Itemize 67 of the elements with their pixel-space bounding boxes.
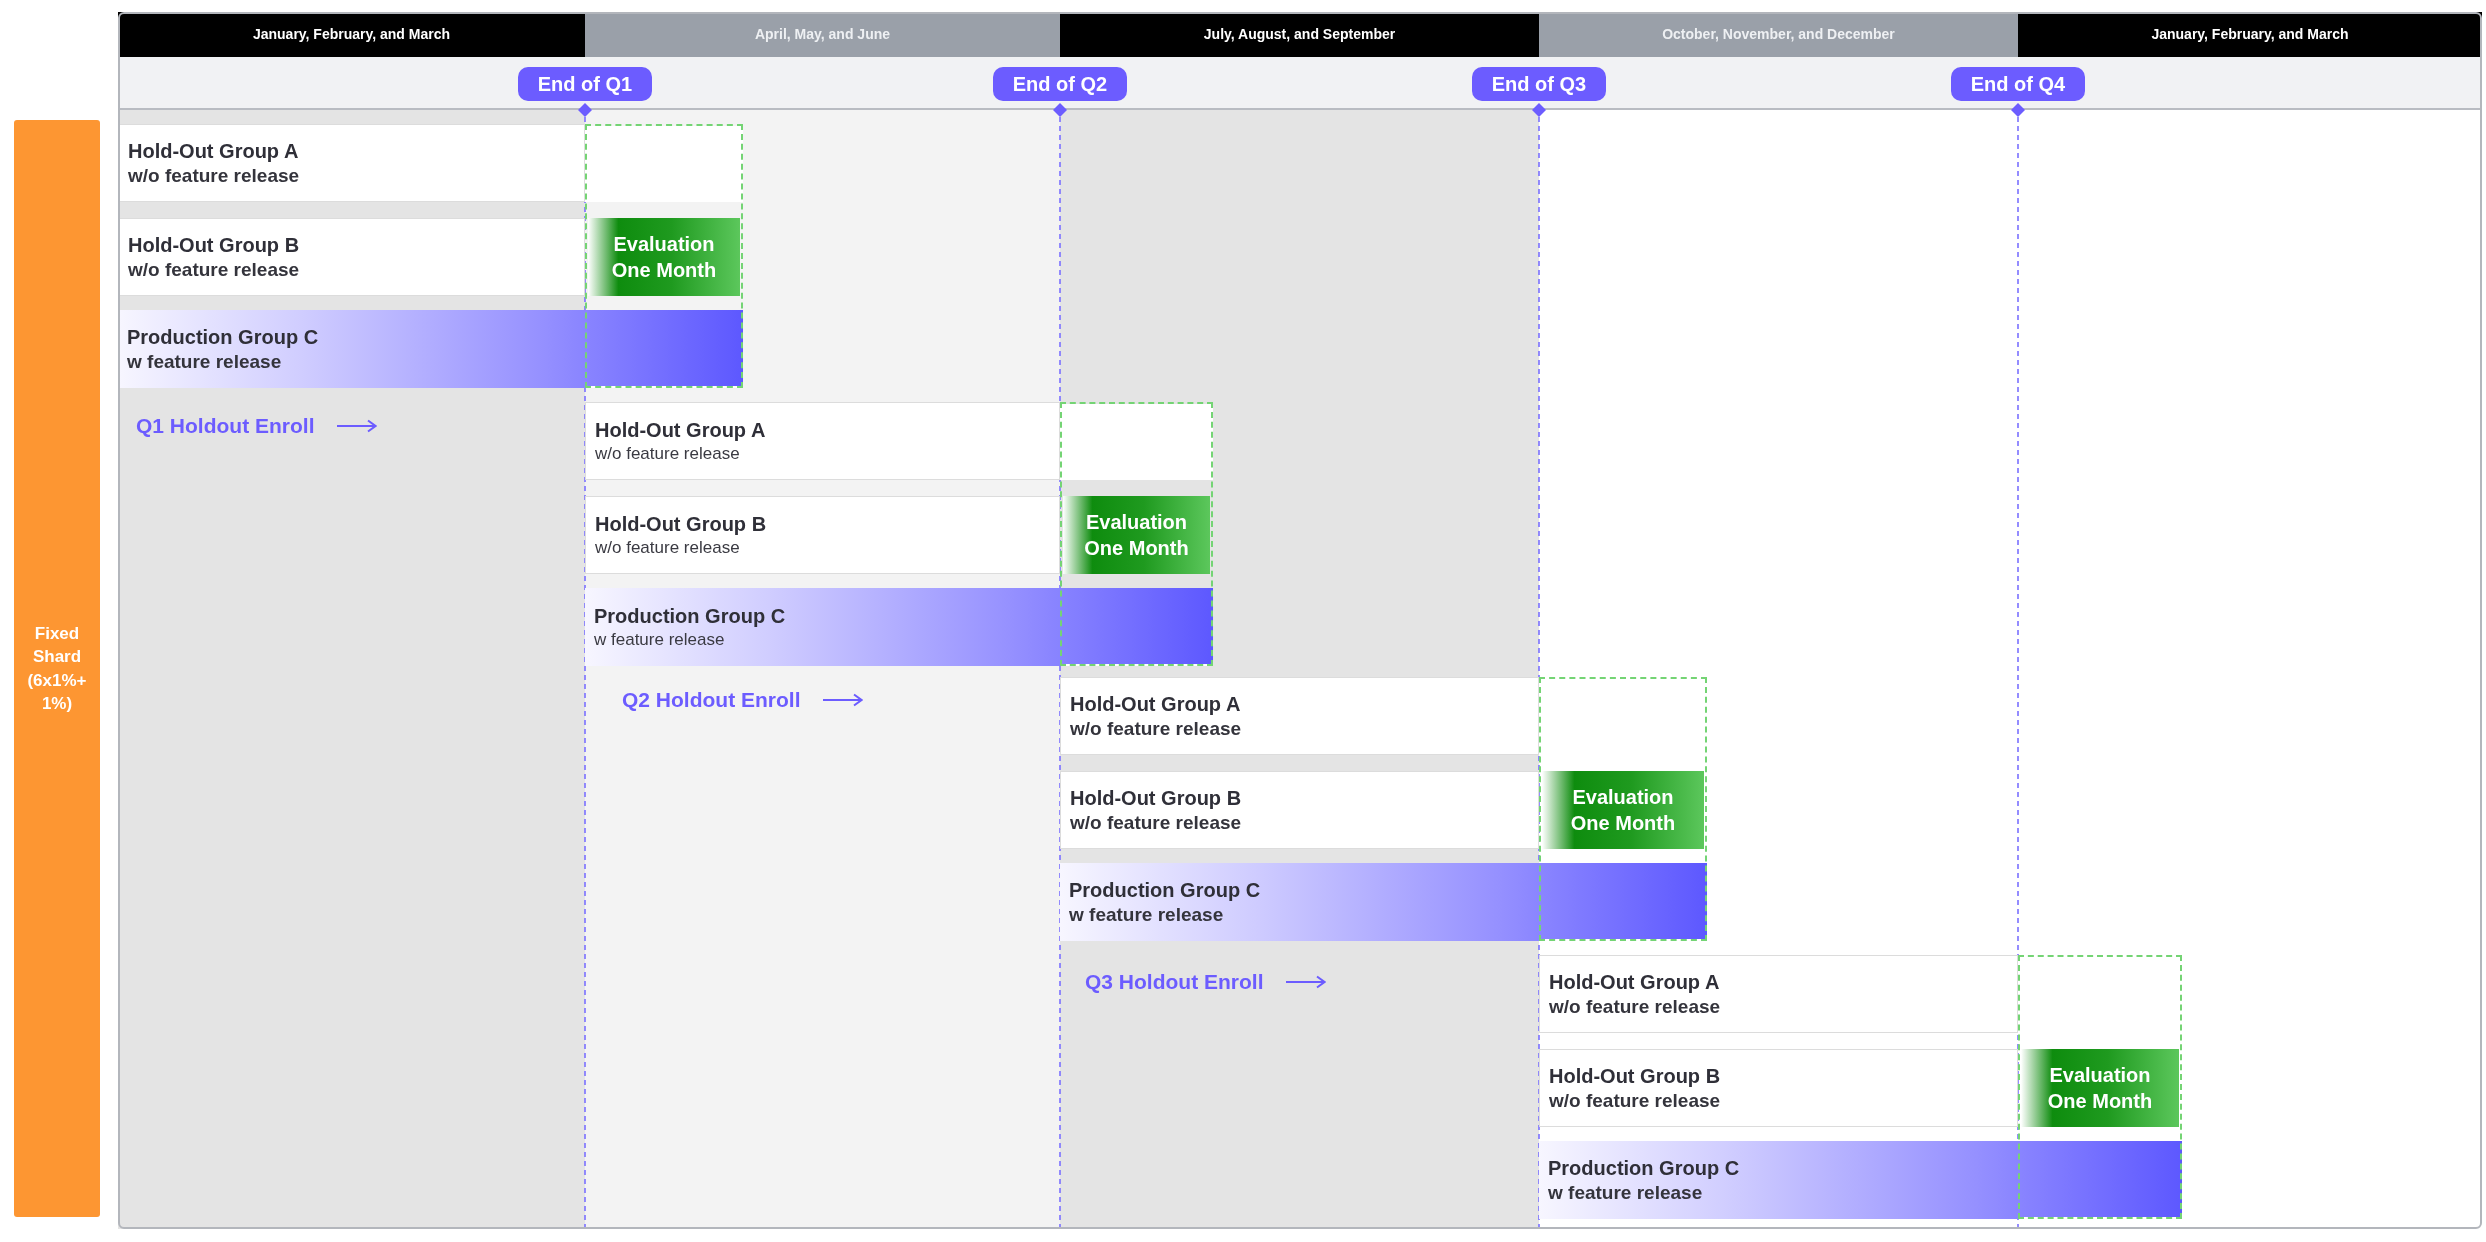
evaluation-label: Evaluation One Month: [1569, 785, 1677, 836]
quarter-header: [1539, 12, 2018, 57]
shard-label: Fixed Shard (6x1%+ 1%): [26, 622, 88, 715]
row-subtitle: w/o feature release: [128, 163, 301, 188]
milestone-label: End of Q2: [1012, 72, 1108, 97]
milestone-pill: [1951, 67, 2085, 101]
row-title: Production Group C: [127, 324, 320, 350]
holdout-row-bar: [118, 218, 585, 296]
quarter-header: [585, 12, 1060, 57]
row-subtitle: w/o feature release: [1070, 810, 1243, 835]
row-title: Production Group C: [594, 603, 787, 629]
evaluation-block: [1542, 771, 1704, 849]
holdout-row-bar: [1060, 677, 1539, 755]
production-row-bar: [1060, 863, 1707, 941]
row-subtitle: w/o feature release: [1549, 994, 1722, 1019]
month-label: April, May, and June: [754, 25, 891, 44]
row-subtitle: w/o feature release: [1070, 716, 1243, 741]
shard-bar: [14, 120, 100, 1217]
milestone-pill: [518, 67, 652, 101]
row-title: Hold-Out Group A: [1549, 969, 1721, 995]
row-title: Hold-Out Group A: [595, 417, 767, 443]
milestone-label: End of Q4: [1970, 72, 2066, 97]
production-row-bar: [1539, 1141, 2182, 1219]
milestone-pill: [993, 67, 1127, 101]
holdout-row-bar: [1539, 955, 2018, 1033]
quarter-header: [1060, 12, 1539, 57]
row-subtitle: w feature release: [127, 349, 283, 374]
evaluation-label: Evaluation One Month: [610, 232, 718, 283]
milestone-label: End of Q1: [537, 72, 633, 97]
milestone-label: End of Q3: [1491, 72, 1587, 97]
row-subtitle: w feature release: [1069, 902, 1225, 927]
row-subtitle: w/o feature release: [1549, 1088, 1722, 1113]
row-subtitle: w feature release: [594, 628, 726, 651]
month-label: October, November, and December: [1662, 25, 1895, 44]
quarter-header: [2018, 12, 2482, 57]
row-title: Hold-Out Group A: [128, 138, 300, 164]
row-title: Hold-Out Group B: [1549, 1063, 1722, 1089]
holdout-row-bar: [585, 402, 1060, 480]
row-subtitle: w feature release: [1548, 1180, 1704, 1205]
holdout-row-bar: [1539, 1049, 2018, 1127]
quarter-header: [118, 12, 585, 57]
enroll-label: Q2 Holdout Enroll: [622, 687, 801, 713]
evaluation-block: [588, 218, 740, 296]
row-subtitle: w/o feature release: [595, 442, 741, 465]
evaluation-block: [2021, 1049, 2179, 1127]
row-title: Hold-Out Group B: [595, 511, 768, 537]
production-row-bar: [585, 588, 1213, 666]
milestone-pill: [1472, 67, 1606, 101]
row-title: Hold-Out Group A: [1070, 691, 1242, 717]
row-title: Hold-Out Group B: [128, 232, 301, 258]
evaluation-label: Evaluation One Month: [2046, 1063, 2154, 1114]
holdout-row-bar: [118, 124, 585, 202]
enroll-label: Q3 Holdout Enroll: [1085, 969, 1264, 995]
row-title: Hold-Out Group B: [1070, 785, 1243, 811]
row-subtitle: w/o feature release: [128, 257, 301, 282]
row-title: Production Group C: [1548, 1155, 1741, 1181]
month-label: January, February, and March: [252, 25, 451, 44]
production-row-bar: [118, 310, 743, 388]
evaluation-label: Evaluation One Month: [1083, 510, 1190, 561]
holdout-row-bar: [585, 496, 1060, 574]
evaluation-block: [1063, 496, 1210, 574]
enroll-label: Q1 Holdout Enroll: [136, 413, 315, 439]
row-title: Production Group C: [1069, 877, 1262, 903]
month-label: July, August, and September: [1203, 25, 1396, 44]
row-subtitle: w/o feature release: [595, 536, 741, 559]
holdout-row-bar: [1060, 771, 1539, 849]
month-label: January, February, and March: [2151, 25, 2349, 44]
